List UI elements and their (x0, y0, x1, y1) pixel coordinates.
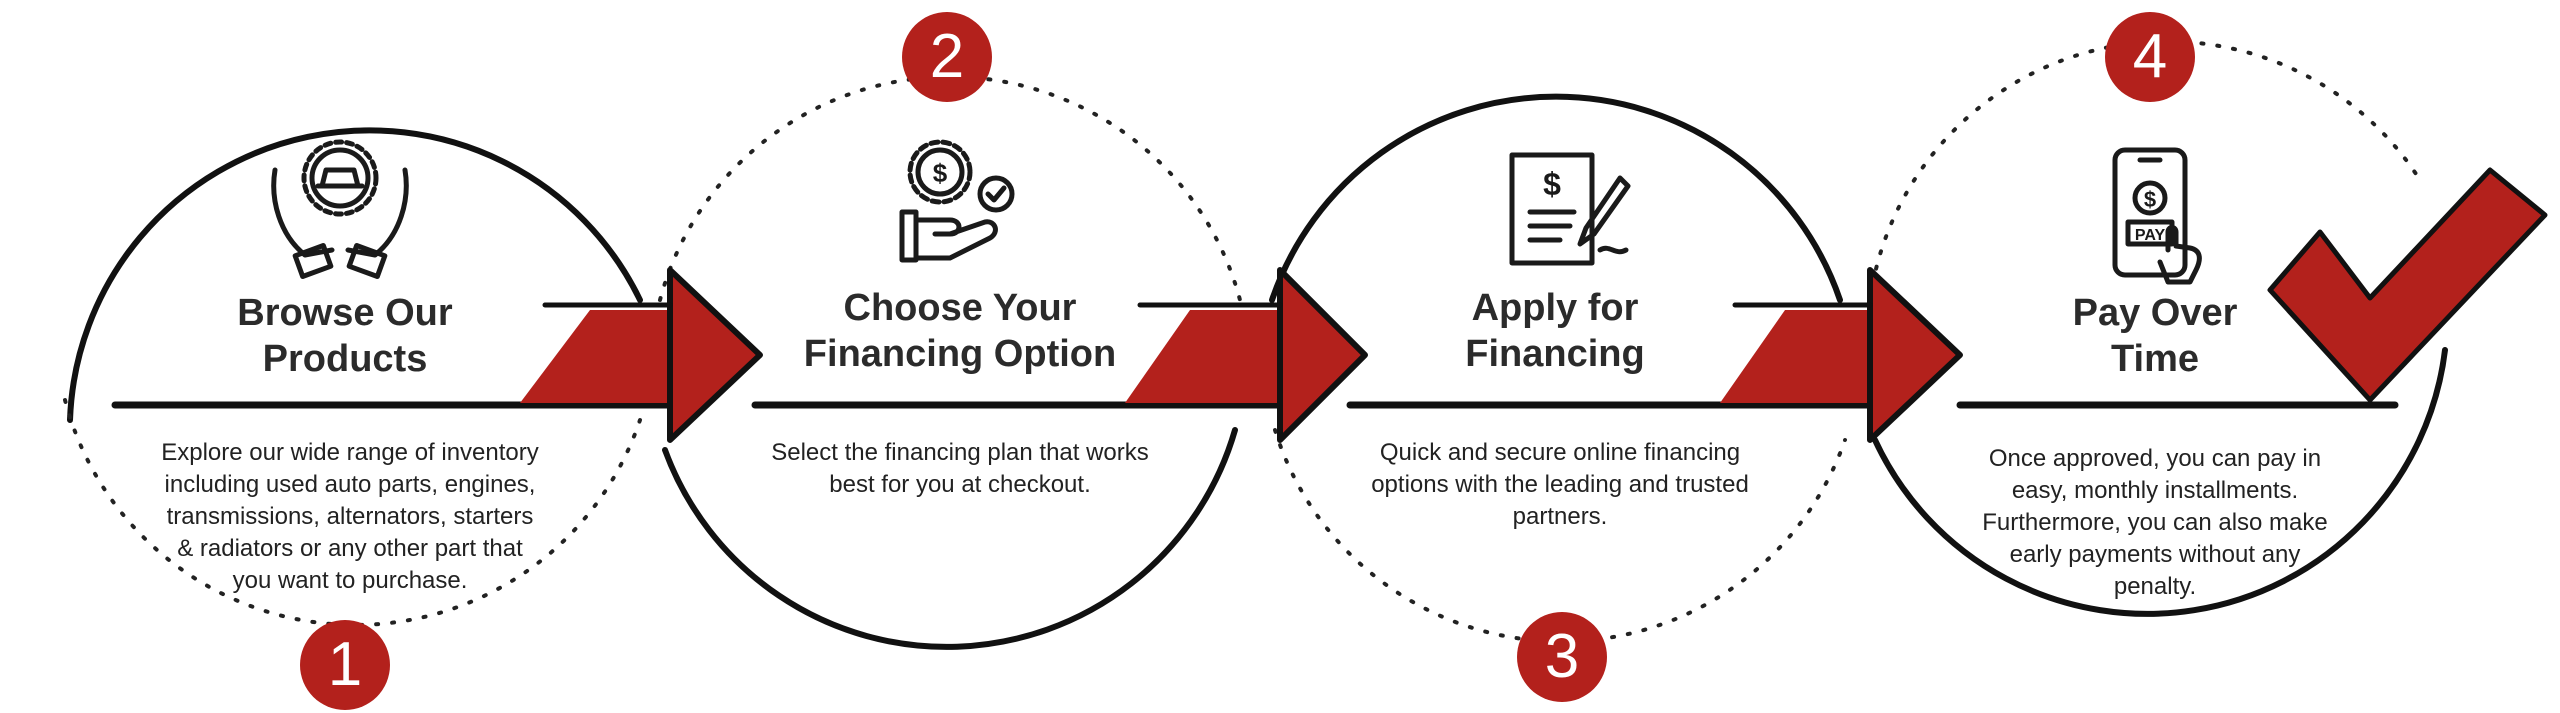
step4-title-line2: Time (2110, 338, 2199, 380)
document-dollar-pen-icon: $ (1509, 152, 1631, 266)
step4-desc-line: early payments without any (2009, 541, 2301, 568)
arrow-3 (1346, 267, 1963, 443)
step3-desc-line: Quick and secure online financing (1379, 439, 1741, 466)
step4-description: Once approved, you can pay in easy, mont… (1925, 443, 2385, 603)
svg-text:$: $ (933, 158, 948, 188)
step2-desc-line: Select the financing plan that works (771, 439, 1149, 466)
arrow-2 (751, 267, 1368, 443)
step3-circle-solid-arc (1269, 93, 1843, 303)
phone-pay-icon: $ PAY (2112, 147, 2202, 285)
step1-desc-line: transmissions, alternators, starters (166, 503, 534, 530)
step1-number-badge: 1 (300, 620, 390, 710)
step1-desc-line: including used auto parts, engines, (164, 471, 536, 498)
step3-title-line1: Apply for (1471, 287, 1639, 329)
step3-title-line2: Financing (1465, 333, 1645, 375)
step3-desc-line: options with the leading and trusted (1371, 471, 1749, 498)
checkmark-icon (2267, 167, 2548, 403)
step4-circle-solid-arc (1872, 347, 2448, 617)
step1-title: Browse Our Products (195, 290, 495, 382)
step1-title-line1: Browse Our (237, 292, 453, 334)
step3-description: Quick and secure online financing option… (1330, 437, 1790, 533)
hands-car-gear-icon (271, 139, 409, 279)
step2-circle-dotted-arc (658, 74, 1242, 302)
svg-text:$: $ (2144, 187, 2156, 212)
step1-desc-line: you want to purchase. (232, 567, 468, 594)
step4-desc-line: Furthermore, you can also make (1982, 509, 2328, 536)
step3-circle-dotted-arc (1273, 428, 1847, 644)
step4-title: Pay Over Time (2005, 290, 2305, 382)
step1-desc-line: & radiators or any other part that (177, 535, 523, 562)
step1-description: Explore our wide range of inventory incl… (120, 437, 580, 597)
step4-title-line1: Pay Over (2072, 292, 2238, 334)
step1-title-line2: Products (262, 338, 428, 380)
svg-text:PAY: PAY (2135, 227, 2166, 244)
step2-circle-solid-arc (662, 427, 1238, 650)
step4-desc-line: penalty. (2113, 573, 2197, 600)
step4-circle-dotted-arc (1868, 39, 2422, 302)
step3-number-badge: 3 (1517, 612, 1607, 702)
step1-circle-solid-arc (67, 127, 643, 423)
step2-desc-line: best for you at checkout. (829, 471, 1091, 498)
step2-title: Choose Your Financing Option (790, 285, 1130, 377)
step2-number-badge: 2 (902, 12, 992, 102)
step3-title: Apply for Financing (1405, 285, 1705, 377)
arrow-1 (111, 267, 763, 443)
step2-title-line1: Choose Your (843, 287, 1077, 329)
step3-desc-line: partners. (1512, 503, 1608, 530)
step2-title-line2: Financing Option (803, 333, 1117, 375)
step4-desc-line: easy, monthly installments. (2011, 477, 2299, 504)
step1-desc-line: Explore our wide range of inventory (161, 439, 539, 466)
step2-description: Select the financing plan that works bes… (730, 437, 1190, 501)
step4-desc-line: Once approved, you can pay in (1988, 445, 2322, 472)
svg-text:$: $ (1543, 166, 1561, 202)
hand-dollar-gear-check-icon: $ (899, 139, 1015, 263)
step4-number-badge: 4 (2105, 12, 2195, 102)
